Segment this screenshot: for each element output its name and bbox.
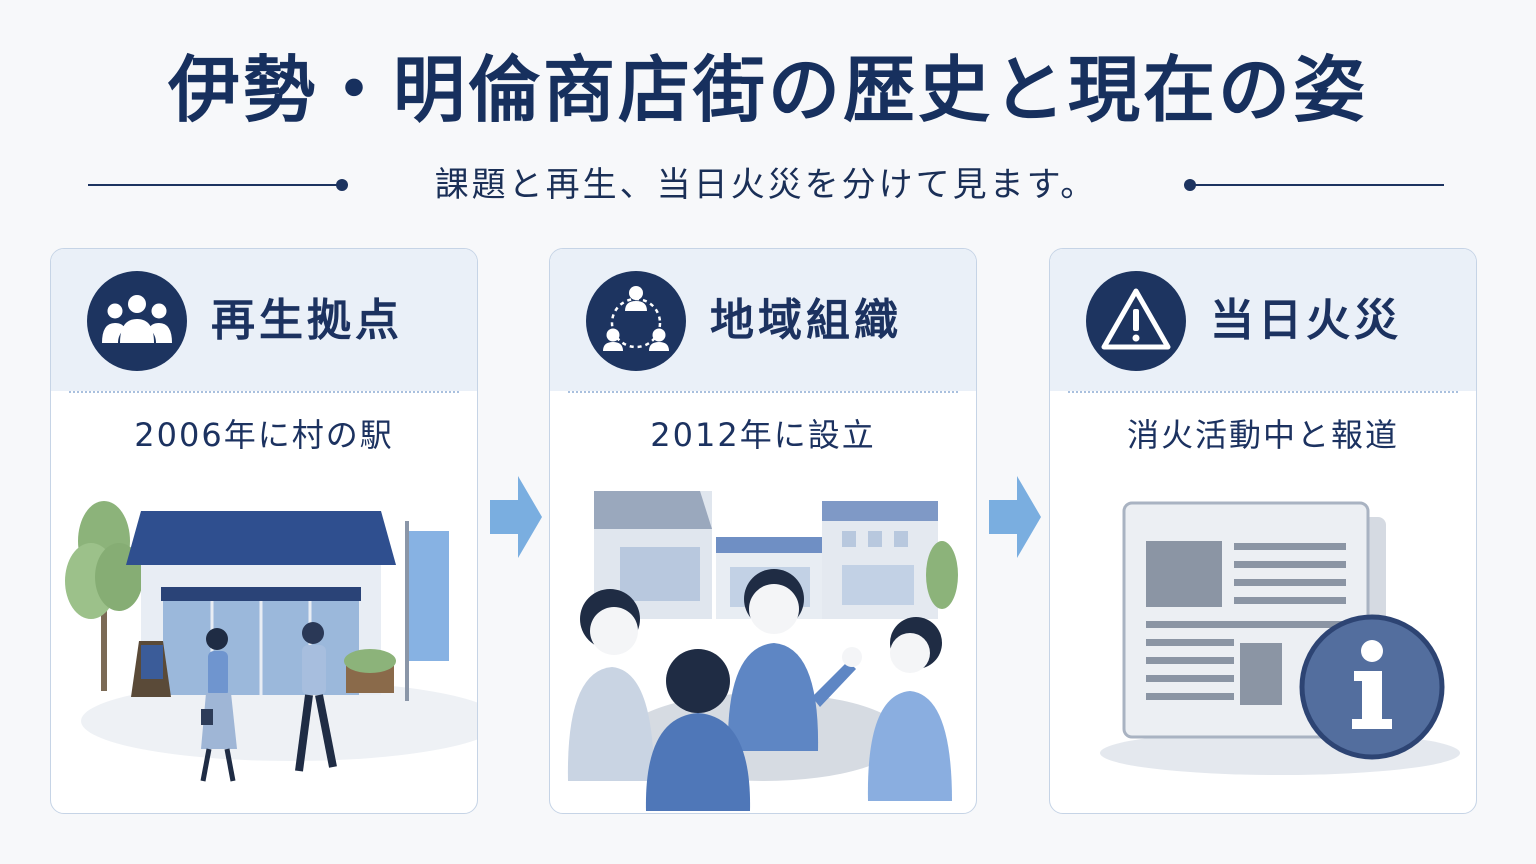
card-subtitle: 2006年に村の駅	[134, 416, 394, 454]
subtitle-line-right	[1194, 184, 1444, 186]
card-title: 再生拠点	[211, 295, 403, 346]
card-title: 地域組織	[710, 295, 902, 346]
card-same-day-fire: 当日火災 消火活動中と報道	[1049, 248, 1477, 814]
card-local-organization: 地域組織 2012年に設立	[549, 248, 977, 814]
card-subtitle: 消火活動中と報道	[1126, 416, 1399, 454]
card-divider	[69, 391, 459, 393]
newspaper-illustration	[1100, 501, 1460, 775]
page-subtitle: 課題と再生、当日火災を分けて見ます。	[434, 165, 1098, 205]
subtitle-dot-right	[1184, 179, 1196, 191]
card-divider	[1068, 391, 1458, 393]
card-regeneration-base: 再生拠点 2006年に村の駅	[50, 248, 478, 814]
subtitle-line-left	[88, 184, 338, 186]
flow-arrow-icon	[490, 476, 542, 558]
flow-arrow-icon	[989, 476, 1041, 558]
warning-triangle-icon	[1086, 271, 1186, 371]
subtitle-dot-left	[336, 179, 348, 191]
meeting-illustration	[567, 491, 958, 811]
card-title: 当日火災	[1210, 295, 1402, 346]
people-group-icon	[87, 271, 187, 371]
shop-illustration	[65, 501, 477, 782]
card-subtitle: 2012年に設立	[650, 416, 876, 454]
card-divider	[568, 391, 958, 393]
subtitle-row: 課題と再生、当日火災を分けて見ます。	[88, 160, 1444, 210]
page-title: 伊勢・明倫商店街の歴史と現在の姿	[167, 48, 1368, 132]
network-people-icon	[586, 271, 686, 371]
